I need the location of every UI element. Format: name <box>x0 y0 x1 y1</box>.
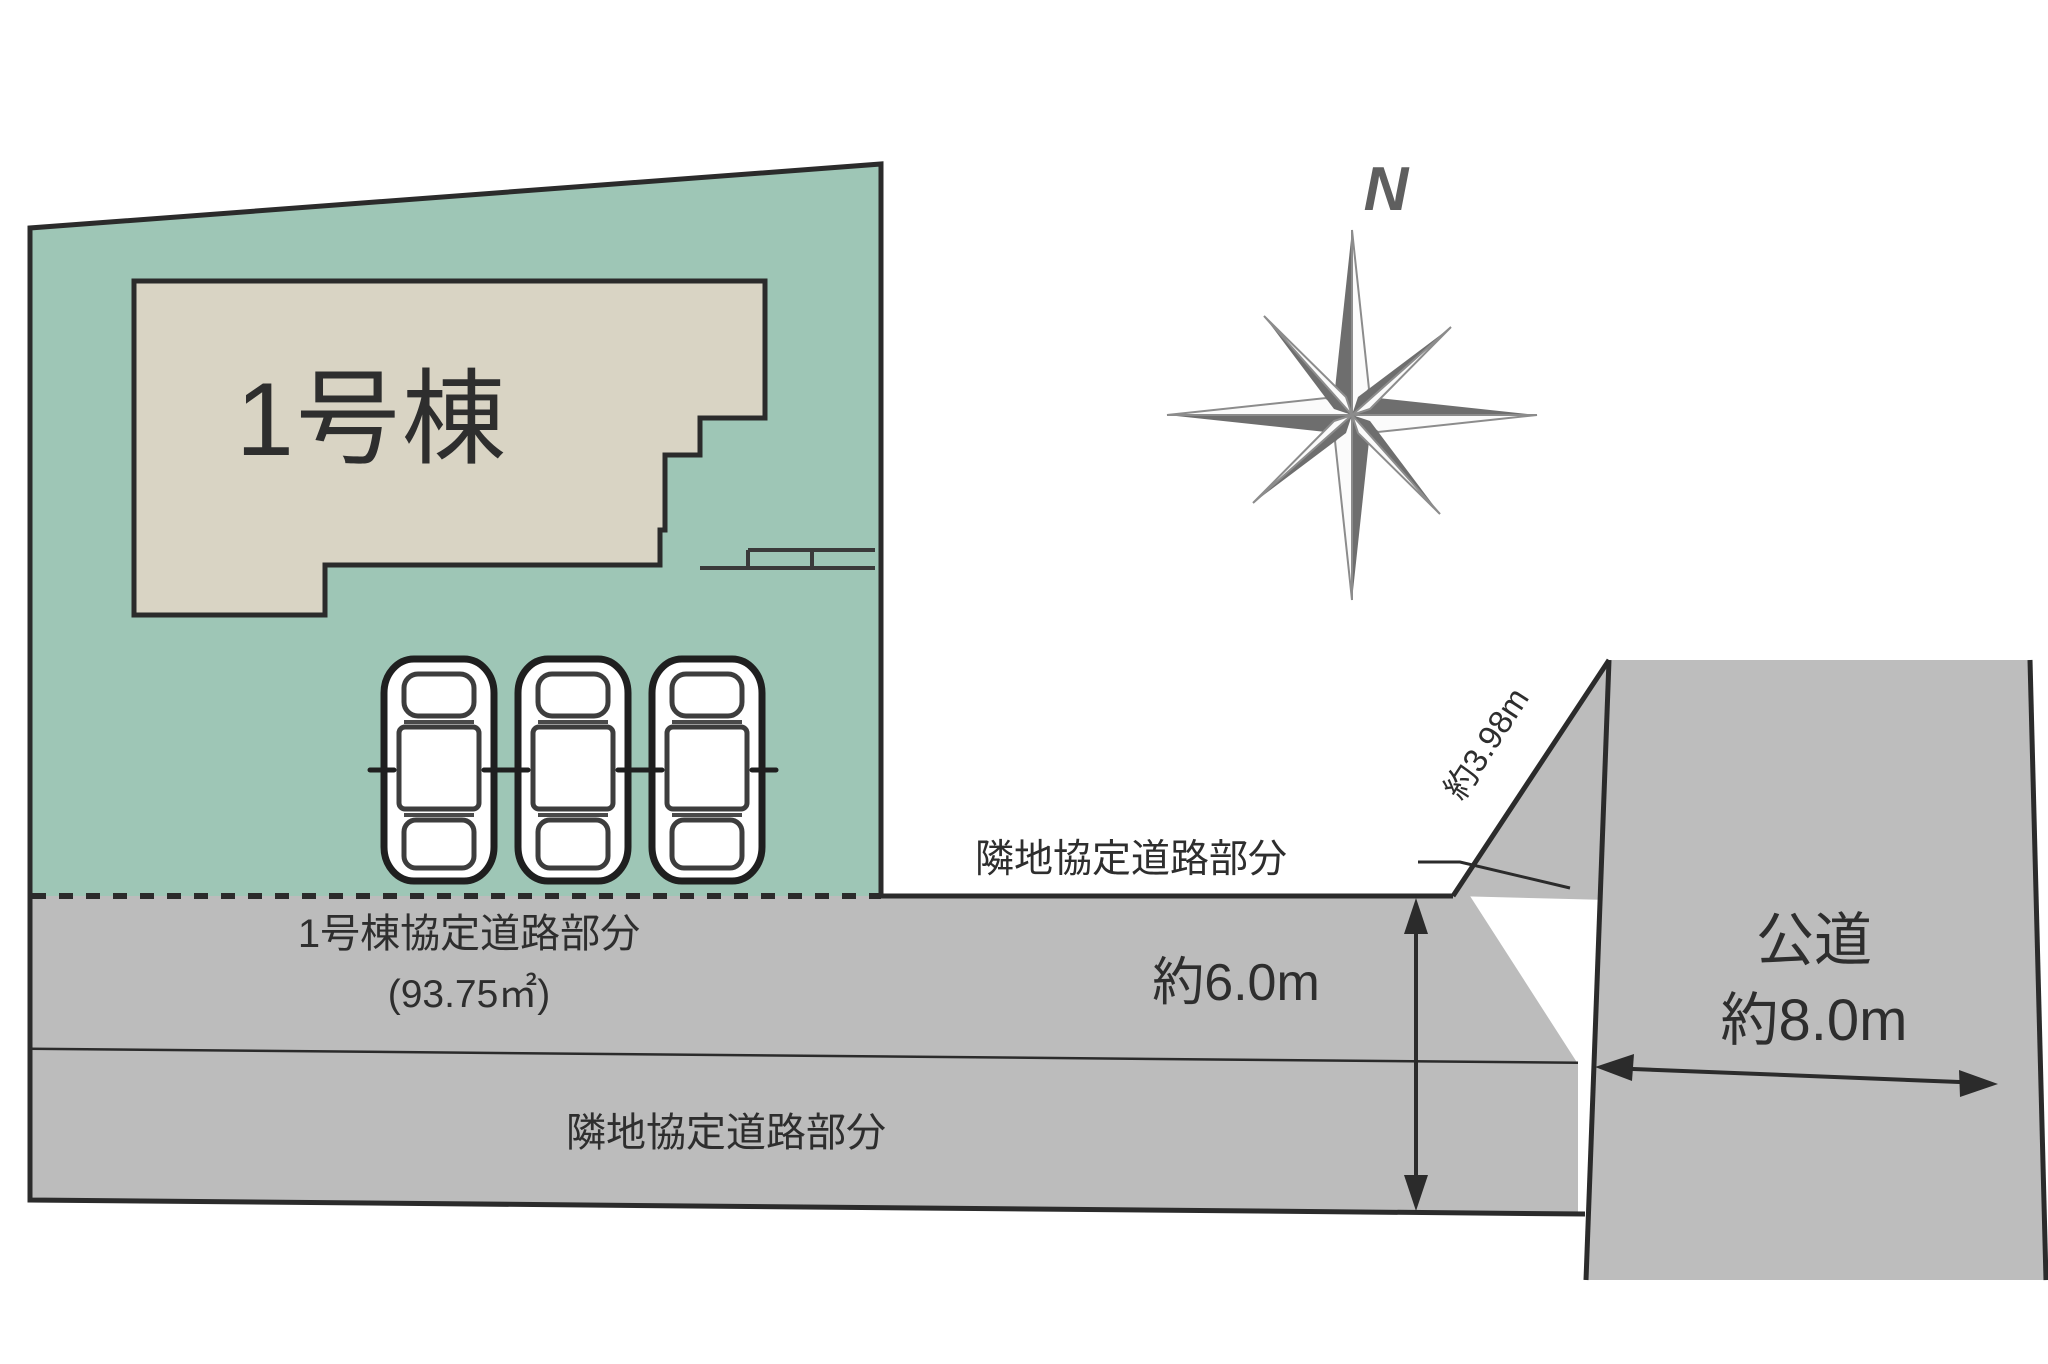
parking-stall-2[interactable] <box>501 655 645 885</box>
public-road-width-label: 約8.0m <box>1721 988 1908 1053</box>
private-road-upper-label: 1号棟協定道路部分 <box>298 912 640 956</box>
compass-point-w-dark <box>1167 415 1352 432</box>
private-road-upper-area: (93.75㎡) <box>388 973 551 1016</box>
compass-point-e-light <box>1348 414 1538 434</box>
private-road-lower-outline <box>27 1050 1586 1217</box>
private-road-upper-fill <box>30 896 1578 1064</box>
road-depth-arrow-top <box>1404 898 1428 934</box>
road-depth-arrow-bottom <box>1404 1175 1428 1211</box>
gate-detail-group <box>700 548 875 570</box>
compass-point-n-dark <box>1335 230 1352 415</box>
neighbor-road-callout-label: 隣地協定道路部分 <box>975 838 1287 881</box>
parking-stall-1[interactable] <box>367 655 511 885</box>
compass-point-w-light <box>1166 396 1356 416</box>
lot-parcel-outline <box>27 161 884 896</box>
road-depth-dim-label: 約6.0m <box>1152 954 1320 1012</box>
building-label: 1号棟 <box>236 362 508 478</box>
car-trunk-3 <box>669 817 745 871</box>
private-road-lower-label: 隣地協定道路部分 <box>566 1111 886 1155</box>
parking-stall-3[interactable] <box>635 655 779 885</box>
compass-point-s-dark <box>1352 415 1369 600</box>
parking-area-group <box>367 655 779 885</box>
compass-point-ne-light <box>1351 326 1452 416</box>
compass-point-e-dark <box>1352 398 1537 415</box>
car-cabin-1 <box>396 724 482 812</box>
diagonal-frontage-label: 約3.98m <box>1437 681 1536 806</box>
public-road-width-dim-line <box>1607 1066 1986 1085</box>
public-road-fill <box>1586 660 2046 1280</box>
corner-taper-outline <box>1450 658 1612 898</box>
public-road-width-dimension-group <box>1595 1054 1998 1097</box>
private-road-upper-group: 1号棟協定道路部分 (93.75㎡) <box>27 893 1579 1067</box>
car-cabin-3 <box>664 724 750 812</box>
public-road-right-edge <box>2027 659 2048 1281</box>
public-road-width-arrow-right <box>1959 1070 1998 1097</box>
car-hood-3 <box>669 671 745 719</box>
compass-point-sw-light <box>1252 414 1353 504</box>
compass-point-n-light <box>1351 229 1371 419</box>
building-footprint-fill <box>134 281 765 615</box>
compass-rose-group: N <box>1166 155 1538 601</box>
car-trunk-2 <box>535 817 611 871</box>
compass-point-s-light <box>1333 411 1353 601</box>
private-road-lower-group: 隣地協定道路部分 <box>27 1050 1586 1217</box>
neighbor-road-callout-group: 隣地協定道路部分 <box>975 838 1571 890</box>
public-road-group: 公道 約8.0m <box>1583 659 2048 1281</box>
car-hood-1 <box>401 671 477 719</box>
car-hood-2 <box>535 671 611 719</box>
compass-rose-icon <box>1166 229 1538 601</box>
car-cabin-2 <box>530 724 616 812</box>
private-road-lower-fill <box>30 1050 1578 1215</box>
building-1gouto-group: 1号棟 <box>131 278 768 618</box>
building-footprint-outline <box>131 278 768 618</box>
car-trunk-1 <box>401 817 477 871</box>
public-road-left-edge <box>1583 659 1612 1281</box>
public-road-width-arrow-left <box>1595 1054 1634 1081</box>
north-label: N <box>1364 155 1410 224</box>
public-road-label: 公道 <box>1756 908 1872 973</box>
neighbor-road-callout-leader <box>1418 860 1571 890</box>
road-depth-dimension-group: 約6.0m <box>1152 898 1428 1211</box>
compass-point-nw-light <box>1263 315 1353 416</box>
compass-point-se-light <box>1351 414 1441 515</box>
